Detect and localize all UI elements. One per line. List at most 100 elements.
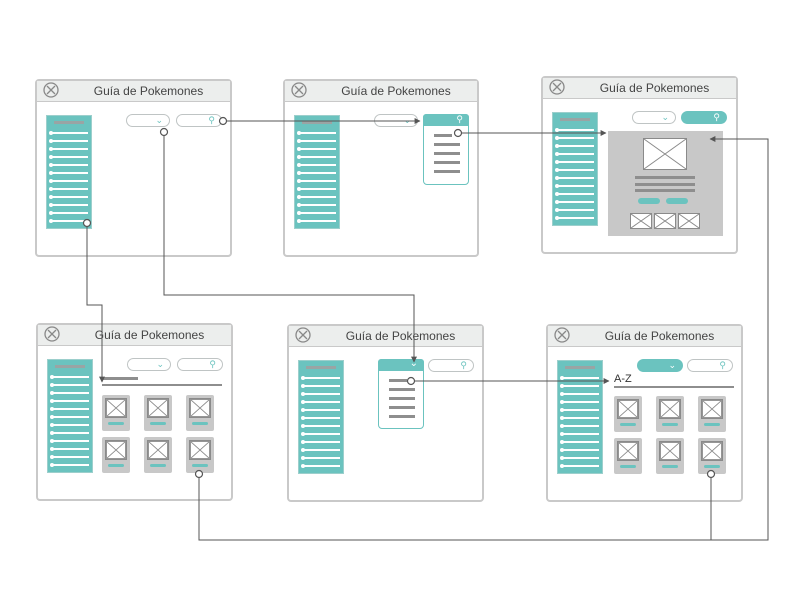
sidebar-item[interactable] xyxy=(297,163,336,167)
search-results-dropdown[interactable]: ⚲ xyxy=(423,114,469,185)
sidebar-item[interactable] xyxy=(560,456,599,460)
sidebar-item[interactable] xyxy=(50,399,89,403)
filter-dropdown-active[interactable]: ⌄ xyxy=(637,359,683,372)
sidebar-item[interactable] xyxy=(49,179,88,183)
sidebar-item[interactable] xyxy=(50,391,89,395)
close-icon[interactable] xyxy=(554,327,570,343)
pokemon-card[interactable] xyxy=(656,396,684,432)
dropdown-option[interactable] xyxy=(434,152,460,155)
filter-dropdown-active[interactable]: ⌄ xyxy=(378,358,424,371)
sidebar-item[interactable] xyxy=(49,171,88,175)
sidebar-item[interactable] xyxy=(49,131,88,135)
pokemon-card[interactable] xyxy=(614,438,642,474)
dropdown-option[interactable] xyxy=(389,397,415,400)
pokemon-card[interactable] xyxy=(102,395,130,431)
sidebar-item[interactable] xyxy=(301,432,340,436)
sidebar-item[interactable] xyxy=(49,195,88,199)
sidebar-item[interactable] xyxy=(301,456,340,460)
detail-tag[interactable] xyxy=(638,198,660,204)
sidebar-item[interactable] xyxy=(50,439,89,443)
sidebar-item[interactable] xyxy=(560,440,599,444)
sidebar-item[interactable] xyxy=(297,179,336,183)
sidebar-item[interactable] xyxy=(560,408,599,412)
dropdown-option[interactable] xyxy=(434,143,460,146)
close-icon[interactable] xyxy=(44,326,60,342)
sidebar-item[interactable] xyxy=(297,131,336,135)
sidebar-item[interactable] xyxy=(297,139,336,143)
dropdown-option[interactable] xyxy=(389,415,415,418)
sidebar-item[interactable] xyxy=(301,392,340,396)
pokemon-card[interactable] xyxy=(144,395,172,431)
pokemon-card[interactable] xyxy=(186,437,214,473)
sidebar-item[interactable] xyxy=(555,168,594,172)
sidebar-menu[interactable] xyxy=(294,115,340,229)
sidebar-item[interactable] xyxy=(560,392,599,396)
sidebar-item[interactable] xyxy=(50,423,89,427)
sidebar-item[interactable] xyxy=(49,203,88,207)
search-input[interactable]: ⚲ xyxy=(176,114,222,127)
search-input[interactable]: ⚲ xyxy=(177,358,223,371)
sidebar-item[interactable] xyxy=(50,463,89,467)
filter-options-dropdown[interactable]: ⌄ xyxy=(378,358,424,429)
sidebar-item[interactable] xyxy=(560,464,599,468)
sidebar-item[interactable] xyxy=(297,211,336,215)
filter-dropdown[interactable]: ⌄ xyxy=(127,358,171,371)
sidebar-item[interactable] xyxy=(555,144,594,148)
sidebar-item[interactable] xyxy=(297,187,336,191)
sidebar-item[interactable] xyxy=(560,448,599,452)
sidebar-item[interactable] xyxy=(297,155,336,159)
dropdown-option[interactable] xyxy=(434,134,452,137)
pokemon-card[interactable] xyxy=(656,438,684,474)
sidebar-item[interactable] xyxy=(560,432,599,436)
sidebar-item[interactable] xyxy=(555,128,594,132)
sidebar-item[interactable] xyxy=(560,400,599,404)
sidebar-item[interactable] xyxy=(555,184,594,188)
sidebar-item[interactable] xyxy=(555,192,594,196)
sidebar-item[interactable] xyxy=(301,464,340,468)
sidebar-item[interactable] xyxy=(49,147,88,151)
sidebar-item[interactable] xyxy=(297,195,336,199)
sidebar-item[interactable] xyxy=(301,448,340,452)
sidebar-item[interactable] xyxy=(50,383,89,387)
sidebar-item[interactable] xyxy=(297,147,336,151)
filter-dropdown[interactable]: ⌄ xyxy=(126,114,170,127)
sidebar-item[interactable] xyxy=(50,415,89,419)
sidebar-item[interactable] xyxy=(555,208,594,212)
sidebar-menu[interactable] xyxy=(298,360,344,474)
search-input-active[interactable]: ⚲ xyxy=(681,111,727,124)
sidebar-item[interactable] xyxy=(50,407,89,411)
dropdown-option[interactable] xyxy=(389,388,415,391)
sidebar-item[interactable] xyxy=(560,384,599,388)
pokemon-card[interactable] xyxy=(102,437,130,473)
filter-dropdown[interactable]: ⌄ xyxy=(632,111,676,124)
sidebar-item[interactable] xyxy=(297,171,336,175)
filter-dropdown[interactable]: ⌄ xyxy=(374,114,418,127)
sidebar-item[interactable] xyxy=(49,139,88,143)
sidebar-item[interactable] xyxy=(297,219,336,223)
sidebar-item[interactable] xyxy=(49,163,88,167)
pokemon-card[interactable] xyxy=(186,395,214,431)
sidebar-menu[interactable] xyxy=(46,115,92,229)
sidebar-item[interactable] xyxy=(49,187,88,191)
sidebar-item[interactable] xyxy=(555,176,594,180)
sidebar-menu[interactable] xyxy=(552,112,598,226)
sidebar-menu[interactable] xyxy=(557,360,603,474)
sidebar-item[interactable] xyxy=(49,219,88,223)
close-icon[interactable] xyxy=(549,79,565,95)
search-input[interactable]: ⚲ xyxy=(687,359,733,372)
dropdown-option[interactable] xyxy=(389,379,407,382)
sidebar-item[interactable] xyxy=(560,424,599,428)
search-input[interactable]: ⚲ xyxy=(428,359,474,372)
close-icon[interactable] xyxy=(43,82,59,98)
pokemon-card[interactable] xyxy=(698,396,726,432)
sidebar-item[interactable] xyxy=(49,155,88,159)
sidebar-item[interactable] xyxy=(50,447,89,451)
sidebar-item[interactable] xyxy=(301,416,340,420)
sidebar-item[interactable] xyxy=(555,216,594,220)
pokemon-card[interactable] xyxy=(144,437,172,473)
sidebar-item[interactable] xyxy=(301,424,340,428)
dropdown-option[interactable] xyxy=(434,161,460,164)
sidebar-item[interactable] xyxy=(301,384,340,388)
sidebar-item[interactable] xyxy=(560,416,599,420)
sidebar-item[interactable] xyxy=(49,211,88,215)
